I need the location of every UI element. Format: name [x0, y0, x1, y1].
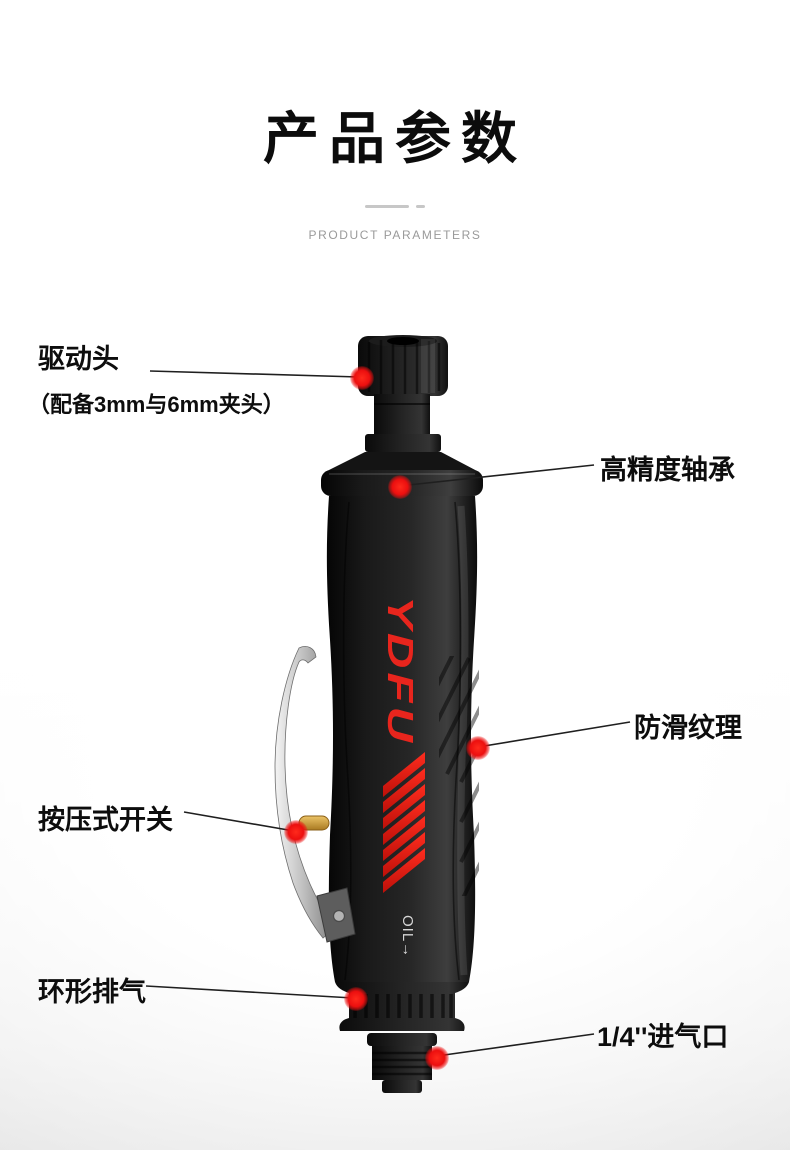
- lever-pivot-pin: [332, 909, 346, 923]
- callout-line-switch: [183, 811, 295, 832]
- callout-line-inlet: [436, 1033, 595, 1057]
- divider-short-bar: [416, 205, 425, 208]
- callout-label-exhaust: 环形排气: [38, 977, 146, 1007]
- callout-dot-bearing: [388, 475, 412, 499]
- callout-dot-inlet: [425, 1046, 449, 1070]
- page-subtitle: PRODUCT PARAMETERS: [308, 228, 482, 242]
- page-title: 产品参数: [263, 107, 527, 170]
- anti-slip-texture: [439, 656, 479, 896]
- callout-dot-exhaust: [344, 987, 368, 1011]
- callout-sublabel-drive-head: （配备3mm与6mm夹头）: [28, 392, 285, 417]
- callout-dot-switch: [284, 820, 308, 844]
- callout-line-exhaust: [145, 985, 354, 999]
- callout-dot-grip: [466, 736, 490, 760]
- brand-logo-text: YDFU: [380, 596, 421, 746]
- lever-bracket: [316, 887, 356, 943]
- callout-label-grip: 防滑纹理: [634, 713, 742, 743]
- divider-long-bar: [365, 205, 409, 208]
- callout-line-grip: [477, 721, 631, 748]
- red-chevron-stripes: [383, 752, 425, 893]
- title-divider: [0, 205, 790, 208]
- oil-label: OIL→: [399, 915, 416, 958]
- throttle-lever: [274, 646, 356, 943]
- callout-label-switch: 按压式开关: [38, 805, 173, 835]
- callout-line-drive-head: [149, 370, 360, 378]
- callout-label-drive-head: 驱动头: [38, 344, 119, 374]
- collet-chuck: [358, 335, 448, 396]
- callout-label-bearing: 高精度轴承: [600, 455, 735, 485]
- callout-dot-drive-head: [350, 366, 374, 390]
- callout-label-inlet: 1/4''进气口: [597, 1022, 729, 1052]
- die-grinder-illustration: YDFU OIL→: [274, 335, 483, 1093]
- callout-line-bearing: [398, 464, 595, 487]
